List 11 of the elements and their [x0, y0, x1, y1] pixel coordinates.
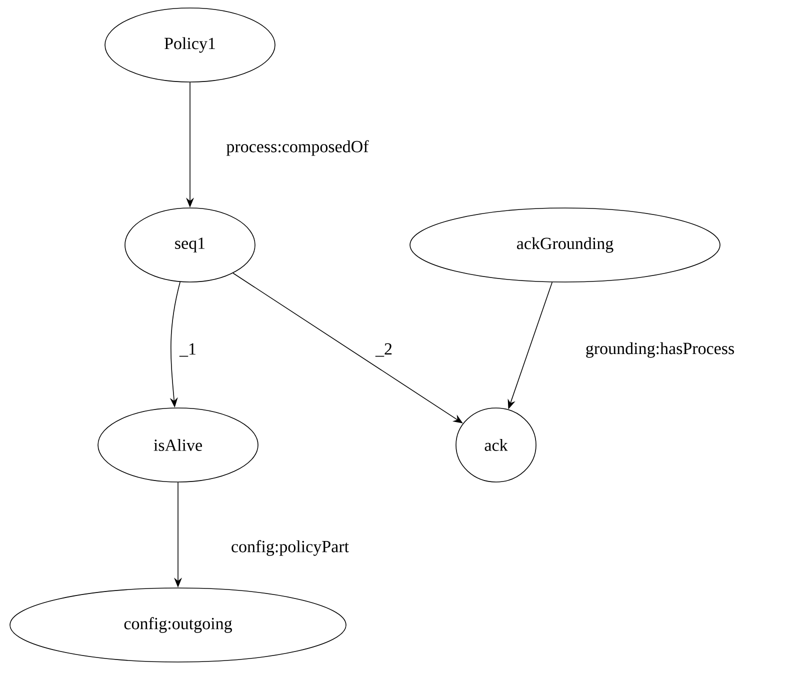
ellipse-node: seq1	[124, 208, 256, 282]
edge-label: process:composedOf	[226, 140, 369, 156]
edge-label: grounding:hasProcess	[586, 342, 734, 358]
ellipse-node: isAlive	[98, 408, 258, 482]
edge-label: _2	[375, 343, 392, 357]
ellipse-node: ack	[456, 408, 536, 482]
ellipse-node: ackGrounding	[410, 208, 720, 282]
ellipse-node: Policy1	[104, 8, 276, 82]
ellipse-node: config:outgoing	[10, 588, 346, 662]
edge-label: _1	[179, 343, 196, 357]
edge-label: config:policyPart	[232, 540, 349, 556]
